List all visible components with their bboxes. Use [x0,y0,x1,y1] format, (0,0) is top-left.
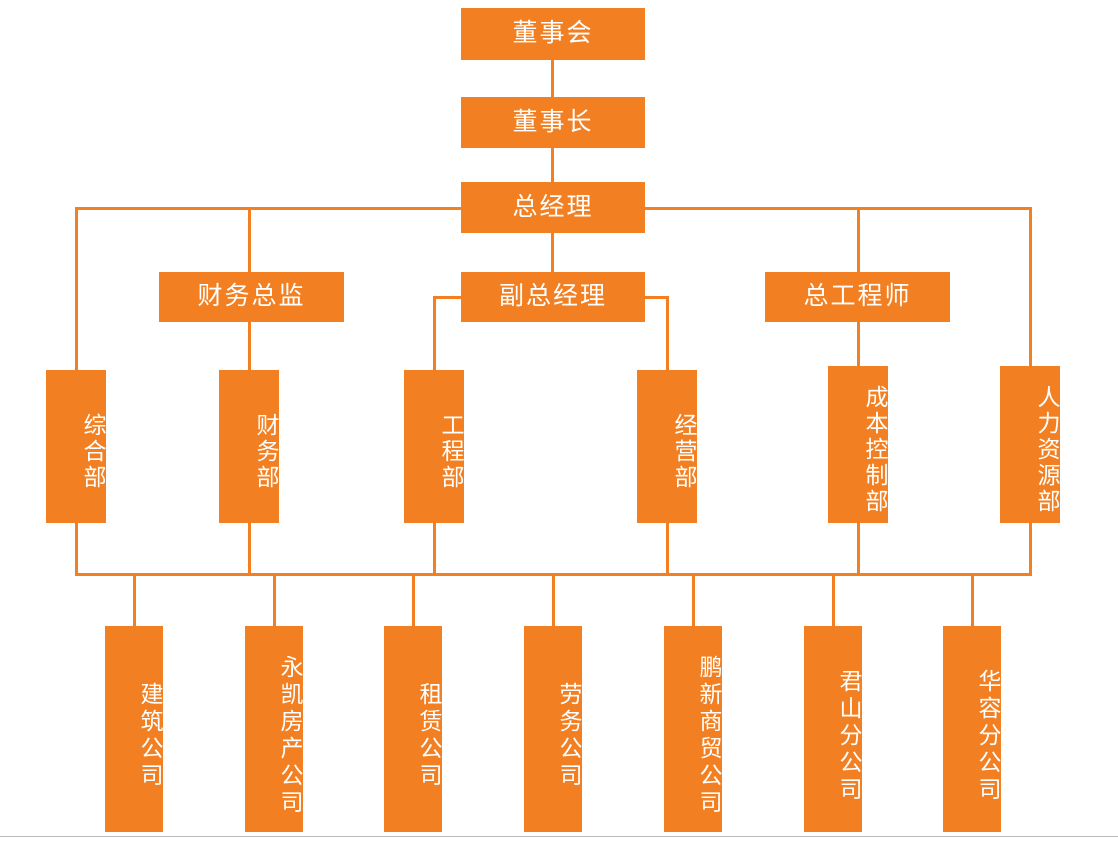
node-department-general-affairs[interactable]: 综合部 [46,370,106,523]
node-chief-engineer-label: 总工程师 [803,282,912,311]
node-department-cost-control[interactable]: 成本控制部 [828,366,888,523]
connector-cost-control-to-bus [857,523,860,576]
connector-human-resources-to-bus [1029,523,1032,576]
node-department-general-affairs-label: 综合部 [80,412,106,491]
connector-bus-to-yongkai-realestate [273,573,276,626]
node-company-yongkai-realestate-label: 永凯房产公司 [277,655,303,817]
connector-bus-to-construction [133,573,136,626]
connector-bus-to-junshan-branch [832,573,835,626]
connector-chairman-to-gm [551,148,554,182]
node-company-construction[interactable]: 建筑公司 [105,626,163,832]
node-chairman[interactable]: 董事长 [461,97,645,148]
node-department-human-resources-label: 人力资源部 [1034,384,1060,515]
node-company-yongkai-realestate[interactable]: 永凯房产公司 [245,626,303,832]
connector-bus-to-deputy-gm [551,233,554,272]
node-company-pengxin-trading[interactable]: 鹏新商贸公司 [664,626,722,832]
connector-general-affairs-to-bus [75,523,78,576]
connector-bus-to-leasing [412,573,415,626]
connector-bus-to-human-resources [1029,207,1032,366]
connector-chief-engineer-to-cost-control [857,322,860,366]
node-general-manager-label: 总经理 [512,192,594,221]
node-deputy-gm-label: 副总经理 [498,282,607,311]
node-chief-engineer[interactable]: 总工程师 [765,272,950,322]
connector-deputy-gm-left-stub [433,296,462,299]
connector-bus-to-labor-service [552,573,555,626]
connector-board-to-chairman [551,60,554,97]
connector-operations-to-bus [666,523,669,576]
node-company-junshan-branch-label: 君山分公司 [836,668,862,804]
node-company-labor-service[interactable]: 劳务公司 [524,626,582,832]
node-company-construction-label: 建筑公司 [137,682,163,790]
node-company-junshan-branch[interactable]: 君山分公司 [804,626,862,832]
node-company-labor-service-label: 劳务公司 [556,682,582,790]
node-department-engineering[interactable]: 工程部 [404,370,464,523]
node-company-leasing[interactable]: 租赁公司 [384,626,442,832]
node-deputy-gm[interactable]: 副总经理 [461,272,645,322]
connector-deputy-gm-right-stub [643,296,669,299]
connector-bus-to-general-affairs [75,207,78,370]
node-company-huarong-branch-label: 华容分公司 [975,668,1001,804]
node-cfo[interactable]: 财务总监 [159,272,344,322]
page-bottom-rule [0,836,1118,837]
connector-deputy-gm-to-operations [666,296,669,370]
connector-bus-to-chief-engineer [857,207,860,272]
connector-deputy-gm-to-engineering [433,296,436,370]
node-company-pengxin-trading-label: 鹏新商贸公司 [696,655,722,817]
connector-engineering-to-bus [433,523,436,576]
node-department-cost-control-label: 成本控制部 [862,384,888,515]
node-department-human-resources[interactable]: 人力资源部 [1000,366,1060,523]
node-general-manager[interactable]: 总经理 [461,182,645,233]
node-department-operations[interactable]: 经营部 [637,370,697,523]
connector-finance-to-bus [248,523,251,576]
connector-cfo-to-finance [248,322,251,370]
node-department-engineering-label: 工程部 [438,412,464,491]
connector-bus-to-pengxin-trading [692,573,695,626]
node-cfo-label: 财务总监 [197,282,306,311]
node-chairman-label: 董事长 [512,107,594,136]
node-department-operations-label: 经营部 [671,412,697,491]
connector-bus-to-huarong-branch [971,573,974,626]
node-board-label: 董事会 [512,19,594,48]
node-board[interactable]: 董事会 [461,8,645,60]
node-department-finance[interactable]: 财务部 [219,370,279,523]
node-department-finance-label: 财务部 [253,412,279,491]
node-company-leasing-label: 租赁公司 [416,682,442,790]
node-company-huarong-branch[interactable]: 华容分公司 [943,626,1001,832]
connector-bus-to-cfo [248,207,251,272]
